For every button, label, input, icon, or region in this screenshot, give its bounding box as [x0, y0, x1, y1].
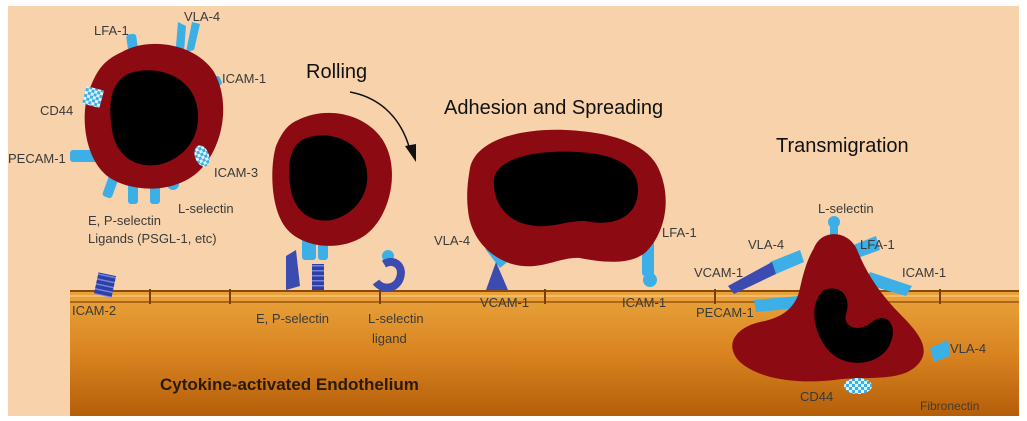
label-lfa1-c: LFA-1 [860, 238, 895, 251]
label-icam2: ICAM-2 [72, 304, 116, 317]
label-lfa1-b: LFA-1 [662, 226, 697, 239]
label-vla4-d: VLA-4 [950, 342, 986, 355]
label-pecam1-a: PECAM-1 [8, 152, 66, 165]
stage-title-transmigration: Transmigration [776, 136, 909, 156]
label-fibronectin: Fibronectin [920, 400, 979, 412]
ep-selectin [312, 264, 324, 290]
cd44-receptor-c [844, 378, 872, 394]
label-lselectin-ligand-line1: L-selectin [368, 312, 424, 325]
label-icam1-b: ICAM-1 [622, 296, 666, 309]
label-icam1-c: ICAM-1 [902, 266, 946, 279]
label-vla4-c: VLA-4 [748, 238, 784, 251]
label-icam3: ICAM-3 [214, 166, 258, 179]
label-vla4-b: VLA-4 [434, 234, 470, 247]
stage-title-rolling: Rolling [306, 62, 367, 82]
label-cd44-c: CD44 [800, 390, 833, 403]
label-cd44-a: CD44 [40, 104, 73, 117]
label-ep-ligand-line2: Ligands (PSGL-1, etc) [88, 232, 217, 245]
label-icam1-a: ICAM-1 [222, 72, 266, 85]
label-vcam1-b: VCAM-1 [480, 296, 529, 309]
label-lfa1-a: LFA-1 [94, 24, 129, 37]
label-lselectin-a: L-selectin [178, 202, 234, 215]
label-lselectin-c: L-selectin [818, 202, 874, 215]
endothelium-label: Cytokine-activated Endothelium [160, 376, 419, 393]
label-pecam1-c: PECAM-1 [696, 306, 754, 319]
label-ep-selectin: E, P-selectin [256, 312, 329, 325]
label-vcam1-c: VCAM-1 [694, 266, 743, 279]
stage-title-adhesion: Adhesion and Spreading [444, 98, 663, 118]
nucleus-3 [494, 152, 638, 227]
label-vla4-a: VLA-4 [184, 10, 220, 23]
label-ep-ligand-line1: E, P-selectin [88, 214, 161, 227]
label-lselectin-ligand-line2: ligand [372, 332, 407, 345]
